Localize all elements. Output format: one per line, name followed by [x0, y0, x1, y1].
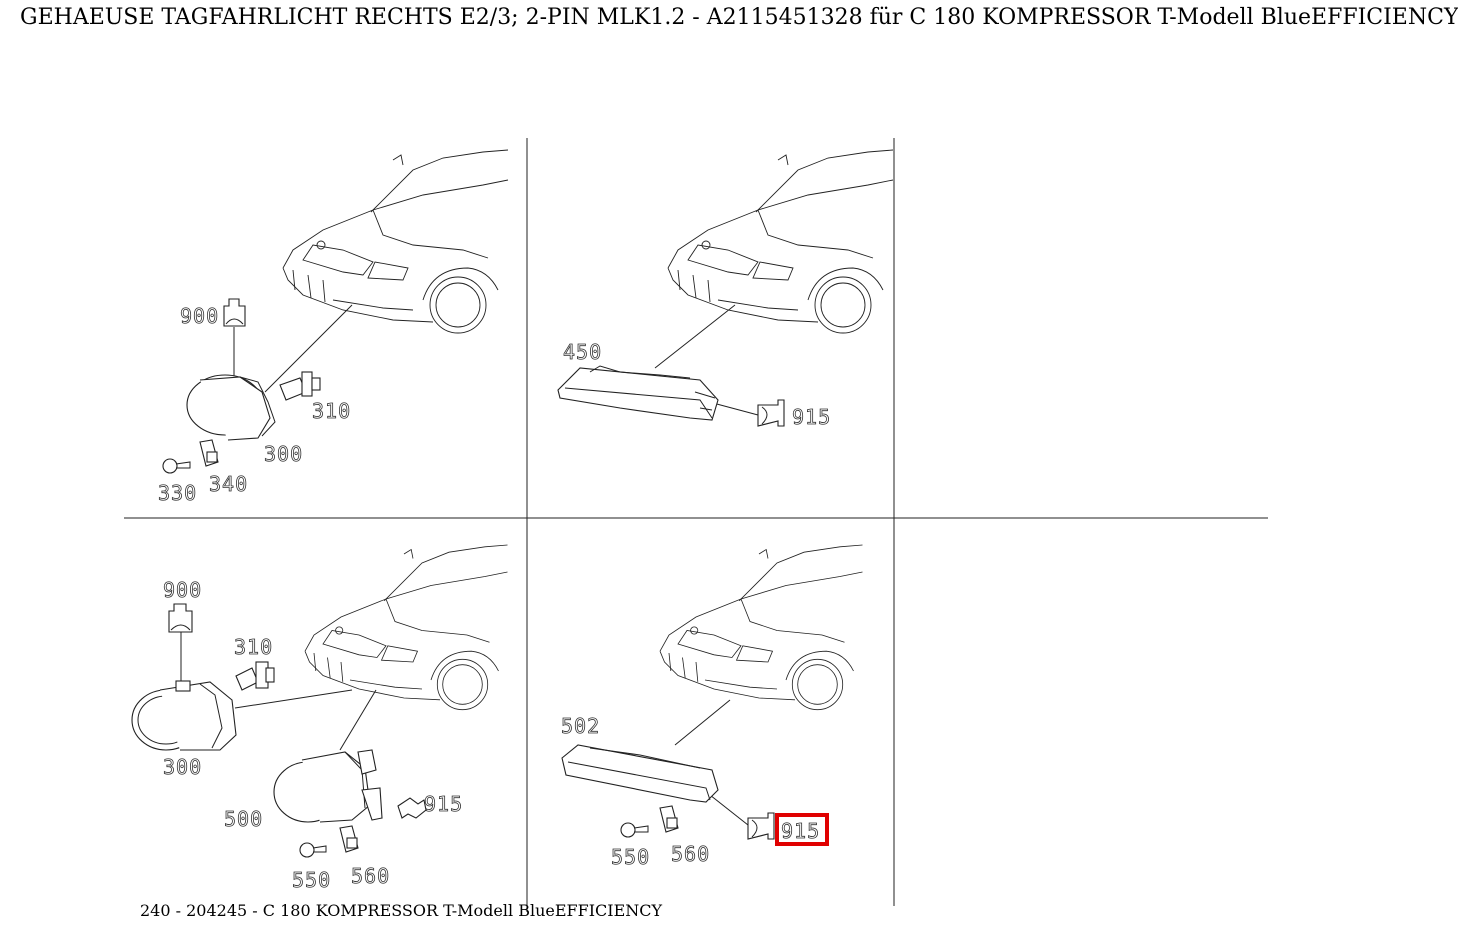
label-330[interactable]: 330 — [158, 481, 197, 506]
label-560[interactable]: 560 — [671, 842, 710, 867]
connector-plug-900[interactable] — [223, 298, 246, 327]
label-502[interactable]: 502 — [561, 714, 600, 739]
label-300[interactable]: 300 — [264, 442, 303, 467]
connector-plug-900[interactable] — [168, 603, 193, 633]
label-915[interactable]: 915 — [424, 792, 463, 817]
car-front-illustration — [667, 149, 894, 334]
label-310[interactable]: 310 — [234, 635, 273, 660]
fog-lamp-housing-300[interactable] — [186, 374, 276, 441]
footer-caption: 240 - 204245 - C 180 KOMPRESSOR T-Modell… — [140, 901, 663, 920]
screw-550[interactable] — [620, 822, 649, 838]
label-915[interactable]: 915 — [792, 405, 831, 430]
parts-diagram: 900 310 300 330 340 — [124, 138, 1268, 912]
panel-top-middle: 450 915 — [557, 149, 894, 430]
bulb-310[interactable] — [279, 371, 321, 401]
fog-lamp-500[interactable] — [273, 749, 383, 823]
panel-bottom-middle: 502 915 550 560 — [561, 544, 863, 870]
daytime-running-light-housing-502[interactable] — [561, 744, 719, 803]
connector-915[interactable] — [747, 812, 775, 840]
label-900[interactable]: 900 — [163, 578, 202, 603]
connector-915[interactable] — [757, 399, 785, 427]
fog-lamp-300[interactable] — [131, 680, 237, 751]
bulb-310[interactable] — [235, 661, 275, 691]
screw-330[interactable] — [162, 458, 191, 474]
car-front-illustration — [659, 544, 863, 711]
clip-nut-560[interactable] — [659, 805, 679, 833]
highlight-box-915[interactable] — [775, 813, 829, 846]
clip-nut-340[interactable] — [199, 439, 219, 467]
car-front-illustration — [282, 149, 509, 334]
page-title: GEHAEUSE TAGFAHRLICHT RECHTS E2/3; 2-PIN… — [20, 5, 1458, 30]
daytime-running-light-housing-450[interactable] — [557, 365, 719, 421]
label-550[interactable]: 550 — [292, 868, 331, 893]
car-front-illustration — [304, 544, 508, 711]
label-340[interactable]: 340 — [209, 472, 248, 497]
label-450[interactable]: 450 — [563, 340, 602, 365]
panel-top-left: 900 310 300 330 340 — [158, 149, 509, 506]
label-915-highlighted[interactable]: 915 — [781, 819, 820, 844]
clip-nut-560[interactable] — [339, 825, 359, 853]
label-560[interactable]: 560 — [351, 864, 390, 889]
connector-915[interactable] — [397, 797, 427, 819]
label-310[interactable]: 310 — [312, 399, 351, 424]
label-550[interactable]: 550 — [611, 845, 650, 870]
screw-550[interactable] — [299, 842, 327, 858]
label-900[interactable]: 900 — [180, 304, 219, 329]
panel-bottom-left: 900 310 300 500 915 — [131, 544, 508, 893]
label-500[interactable]: 500 — [224, 807, 263, 832]
label-300[interactable]: 300 — [163, 755, 202, 780]
